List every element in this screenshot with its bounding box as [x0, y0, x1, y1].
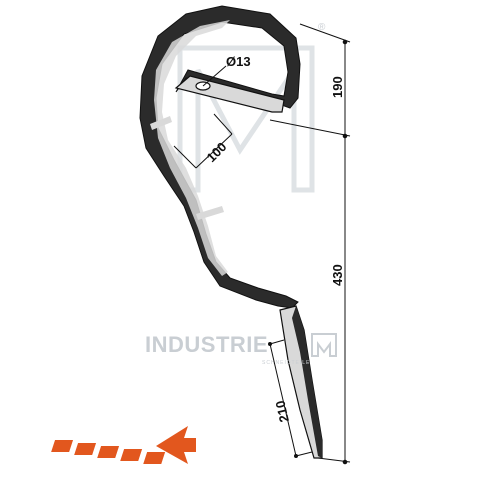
arrow-segment — [97, 446, 120, 458]
dim-hole-diameter: Ø13 — [226, 54, 251, 69]
arrow-segment — [74, 443, 97, 455]
arrow-segment — [120, 449, 143, 461]
dimension-lines — [173, 23, 351, 465]
dim-bend-length: 100 — [204, 139, 230, 165]
registered-mark: ® — [318, 22, 326, 33]
travel-direction-arrow — [51, 426, 196, 464]
watermark-tagline: SCHNEIDTEILE — [262, 360, 310, 366]
dim-top-height: 190 — [330, 76, 345, 98]
watermark-text: INDUSTRIE SCHNEIDTEILE — [145, 332, 337, 366]
arrow-segment — [51, 440, 74, 452]
spring-tine — [139, 5, 323, 459]
watermark-brand: INDUSTRIE — [145, 332, 268, 357]
dim-total-height: 430 — [330, 264, 345, 286]
dim-tip-length: 210 — [272, 399, 291, 424]
arrow-segment — [143, 452, 166, 464]
